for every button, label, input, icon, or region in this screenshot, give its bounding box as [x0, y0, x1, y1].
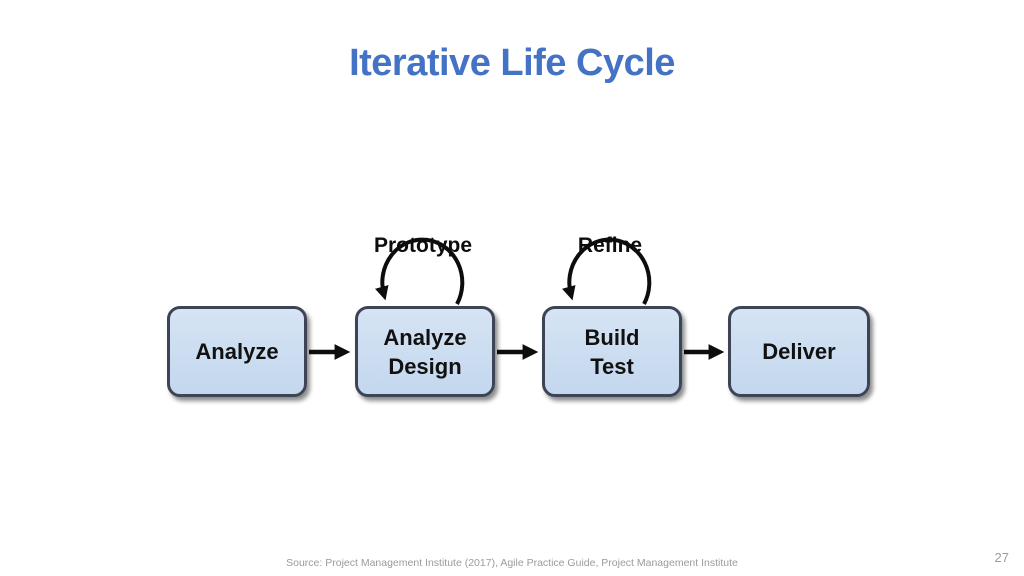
process-box-analyze-design: Analyze Design — [355, 306, 495, 397]
source-citation: Source: Project Management Institute (20… — [286, 557, 738, 569]
box-label: Analyze — [195, 339, 279, 364]
box-label-line2: Test — [590, 353, 634, 379]
box-label-line1: Build — [584, 324, 640, 350]
box-label-line2: Design — [388, 353, 462, 379]
loop-label-refine: Refine — [577, 234, 643, 257]
process-box-deliver: Deliver — [728, 306, 870, 397]
box-label-line1: Analyze — [383, 324, 467, 350]
process-box-build-test: Build Test — [542, 306, 682, 397]
page-number: 27 — [994, 550, 1009, 565]
process-box-analyze: Analyze — [167, 306, 307, 397]
loop-label-prototype: Prototype — [373, 234, 473, 257]
slide-title: Iterative Life Cycle — [349, 42, 675, 84]
box-label: Deliver — [762, 339, 836, 364]
